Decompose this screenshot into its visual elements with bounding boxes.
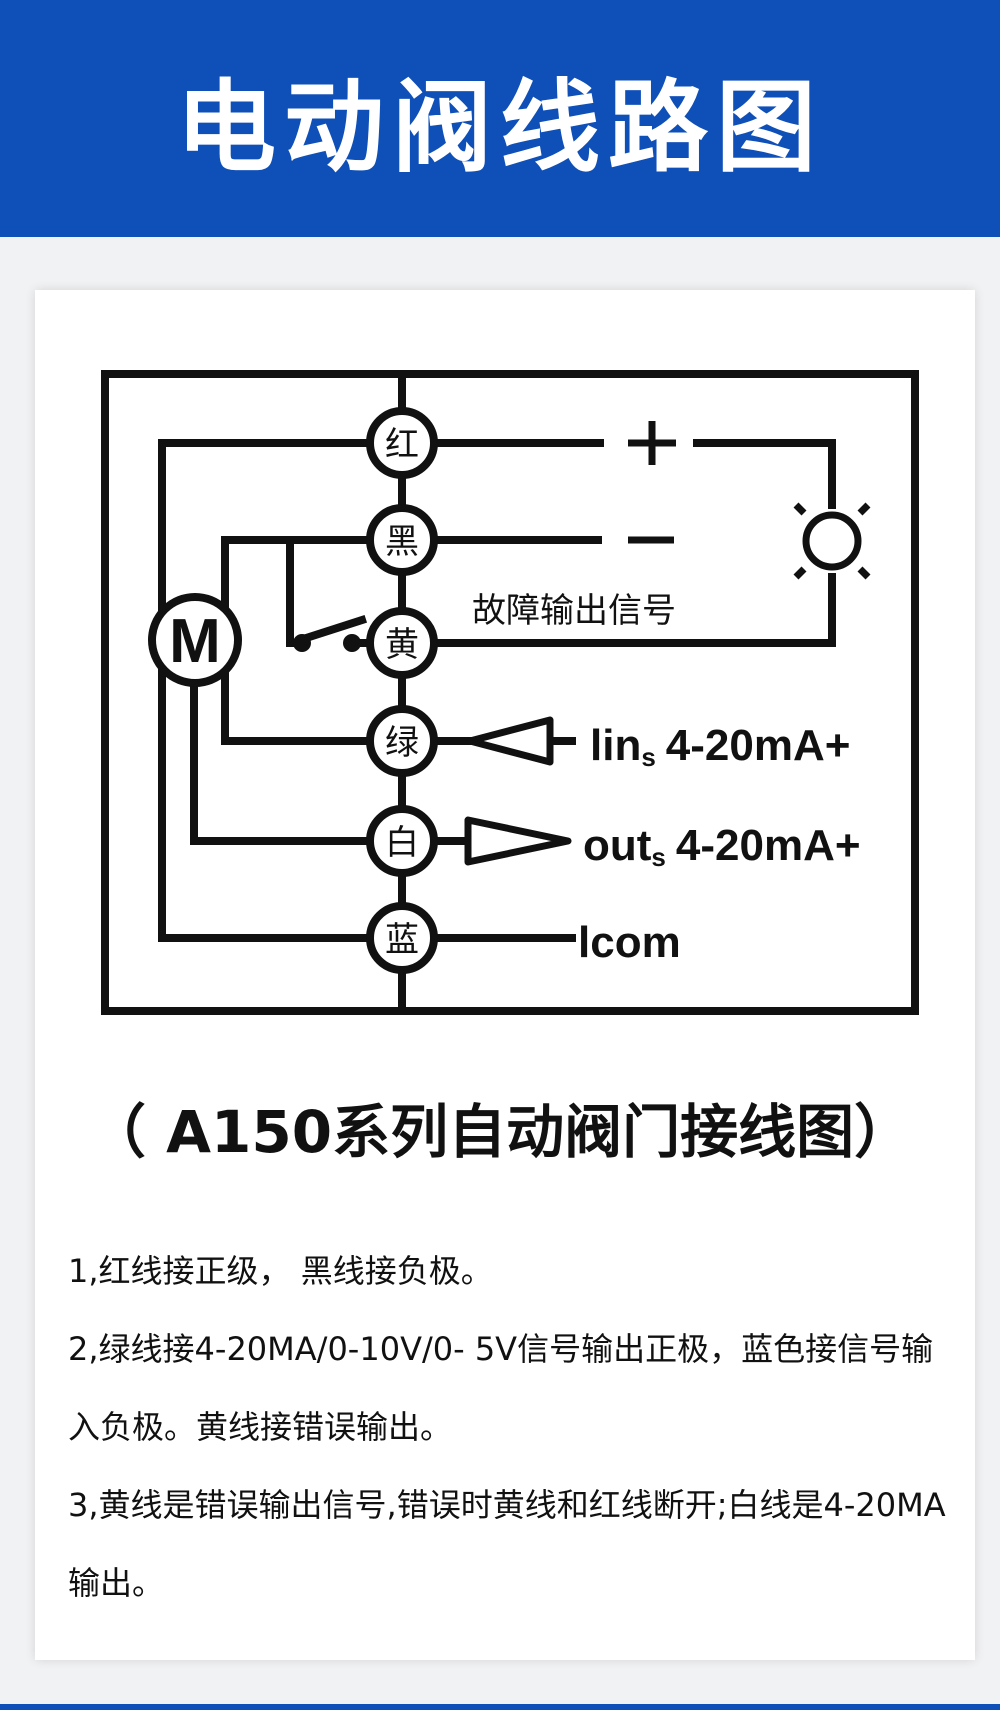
output-arrow-icon [464,816,572,866]
input-label-sub: s [641,742,655,772]
bottom-bar [0,1704,1000,1710]
terminal-red: 红 [366,407,438,479]
terminal-blue: 蓝 [366,902,438,974]
header-banner: 电动阀线路图 [0,0,1000,237]
output-label-main: out [583,821,652,870]
fault-output-label: 故障输出信号 [472,591,676,631]
input-range: 4-20mA+ [666,721,851,770]
switch-contact-right [343,634,361,652]
terminal-black: 黑 [366,504,438,576]
terminal-red-label: 红 [385,425,419,465]
note-2: 2,绿线接4-20MA/0-10V/0- 5V信号输出正极，蓝色接信号输入负极。… [68,1330,934,1446]
switch-contact-line [294,614,368,646]
note-3: 3,黄线是错误输出信号,错误时黄线和红线断开;白线是4-20MA输出。 [68,1486,946,1602]
diagram-caption: （ A150系列自动阀门接线图） [87,1098,913,1166]
diagram-frame [101,370,919,1015]
output-label: outs 4-20mA+ [583,821,861,872]
page-title: 电动阀线路图 [176,69,824,186]
terminal-blue-label: 蓝 [385,920,419,960]
wiring-notes: 1,红线接正级， 黑线接负极。 2,绿线接4-20MA/0-10V/0- 5V信… [68,1232,948,1622]
terminal-white: 白 [366,805,438,877]
input-arrow-icon [466,716,554,766]
motor-label: M [169,607,221,676]
terminal-yellow-label: 黄 [385,625,419,665]
output-label-sub: s [651,842,665,872]
switch-contact-left [293,634,311,652]
lamp-icon [793,502,871,580]
motor-icon [148,593,242,687]
terminal-white-label: 白 [385,823,419,863]
terminal-black-label: 黑 [385,522,419,562]
terminal-yellow: 黄 [366,607,438,679]
common-label: lcom [578,918,681,967]
input-label: lins 4-20mA+ [590,721,850,772]
terminal-green-label: 绿 [385,723,419,763]
terminal-green: 绿 [366,705,438,777]
input-label-main: lin [590,721,641,770]
output-range: 4-20mA+ [676,821,861,870]
note-1: 1,红线接正级， 黑线接负极。 [68,1252,493,1290]
